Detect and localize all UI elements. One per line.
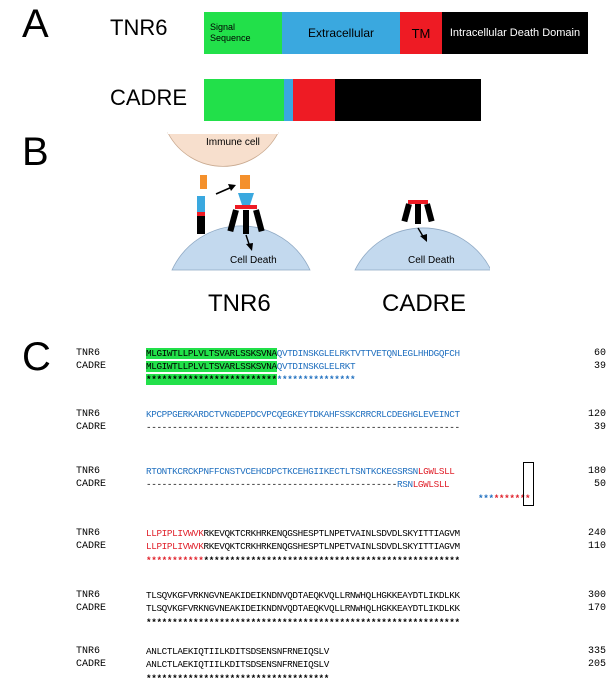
death-domain-segment: Intracellular Death Domain: [442, 12, 588, 54]
position-number: 120: [587, 409, 606, 420]
conservation-line: ****************************************…: [146, 617, 460, 628]
stars-black: ****************************************…: [203, 555, 461, 566]
position-number: 335: [587, 646, 606, 657]
cadre-trimer: [401, 200, 435, 224]
position-number: 300: [587, 590, 606, 601]
tm-seq: LLPIPLIVWVK: [146, 541, 204, 552]
cadre-caption: CADRE: [382, 290, 467, 317]
cadre-tm-segment: [293, 79, 335, 121]
conservation-line: ***********************************: [146, 673, 330, 684]
extracellular-segment: Extracellular: [282, 12, 400, 54]
sequence-line: MLGIWTLLPLVLTSVARLSSKSVNAQVTDINSKGLELRKT…: [146, 348, 460, 359]
extracellular-seq: QVTDINSKGLELRKT: [276, 361, 356, 372]
position-number: 39: [593, 361, 606, 372]
sequence-line: RTONTKCRCKPNFFCNSTVCEHCDPCTKCEHGIIKECTLT…: [146, 466, 455, 477]
position-number: 205: [587, 659, 606, 670]
free-receptor: [197, 175, 207, 234]
sequence-line: ----------------------------------------…: [146, 479, 450, 490]
position-number: 39: [593, 422, 606, 433]
sequence-line: ----------------------------------------…: [146, 422, 460, 433]
immune-cell-label: Immune cell: [206, 137, 260, 148]
cadre-extracellular-segment: [284, 79, 293, 121]
sequence-line: LLPIPLIVWVKRKEVQKTCRKHRKENQGSHESPTLNPETV…: [146, 528, 460, 539]
seq-name-cadre: CADRE: [76, 422, 107, 433]
seq-name-cadre: CADRE: [76, 659, 107, 670]
cadre-death-segment: [335, 79, 481, 121]
position-number: 240: [587, 528, 606, 539]
stars-red: *******: [493, 493, 531, 504]
cell-death-left-label: Cell Death: [230, 255, 277, 266]
sequence-line: LLPIPLIVWVKRKEVQKTCRKHRKENQGSHESPTLNPETV…: [146, 541, 460, 552]
cadre-domain-bar: [204, 79, 481, 121]
stars-blue: ***************: [276, 374, 356, 385]
signal-sequence-label: Signal Sequence: [210, 22, 251, 43]
panel-label-a: A: [22, 2, 49, 46]
sequence-line: MLGIWTLLPLVLTSVARLSSKSVNAQVTDINSKGLELRKT: [146, 361, 356, 372]
death-domain-label: Intracellular Death Domain: [449, 27, 581, 39]
tm-seq: LGWLSLL: [412, 479, 450, 490]
conservation-line: ****************************************…: [146, 555, 460, 566]
tnr6-caption: TNR6: [208, 290, 271, 317]
position-number: 110: [587, 541, 606, 552]
panel-b-diagram: [167, 125, 490, 271]
position-number: 180: [587, 466, 606, 477]
seq-name-tnr6: TNR6: [76, 528, 101, 539]
tm-label: TM: [411, 25, 431, 41]
sequence-line: TLSQVKGFVRKNGVNEAKIDEIKNDNVQDTAEQKVQLLRN…: [146, 603, 460, 614]
signal-highlight: MLGIWTLLPLVLTSVARLSSKSVNA: [146, 348, 277, 359]
seq-name-cadre: CADRE: [76, 361, 107, 372]
tm-seq: LGWLSLL: [417, 466, 455, 477]
stars-blue: ***: [478, 493, 494, 504]
signal-highlight: MLGIWTLLPLVLTSVARLSSKSVNA: [146, 361, 277, 372]
highlight-box: [523, 462, 534, 506]
death-arrow-right: [417, 227, 427, 242]
stars-red: ***********: [146, 555, 204, 566]
seq-name-cadre: CADRE: [76, 479, 107, 490]
sequence-line: ANLCTLAEKIQTIILKDITSDSENSNFRNEIQSLV: [146, 646, 330, 657]
intracellular-seq: RKEVQKTCRKHRKENQGSHESPTLNPETVAINLSDVDLSK…: [203, 528, 461, 539]
signal-sequence-segment: Signal Sequence: [204, 12, 282, 54]
tnr6-domain-bar: Signal Sequence Extracellular TM Intrace…: [204, 12, 588, 54]
stars-black: *************************: [146, 374, 277, 385]
seq-name-tnr6: TNR6: [76, 646, 101, 657]
binding-arrow: [215, 184, 236, 195]
tnr6-label: TNR6: [110, 15, 168, 40]
seq-name-tnr6: TNR6: [76, 590, 101, 601]
extracellular-seq: QVTDINSKGLELRKTVTTVETQNLEGLHHDGQFCH: [276, 348, 460, 359]
position-number: 60: [593, 348, 606, 359]
gap-seq: ----------------------------------------…: [146, 479, 397, 490]
seq-name-cadre: CADRE: [76, 603, 107, 614]
ligand: [240, 175, 250, 189]
tm-segment: TM: [400, 12, 442, 54]
sequence-line: ANLCTLAEKIQTIILKDITSDSENSNFRNEIQSLV: [146, 659, 330, 670]
cadre-signal-segment: [204, 79, 284, 121]
extracellular-seq: RTONTKCRCKPNFFCNSTVCEHCDPCTKCEHGIIKECTLT…: [146, 466, 418, 477]
position-number: 170: [587, 603, 606, 614]
tm-seq: LLPIPLIVWVK: [146, 528, 204, 539]
sequence-line: TLSQVKGFVRKNGVNEAKIDEIKNDNVQDTAEQKVQLLRN…: [146, 590, 460, 601]
seq-name-tnr6: TNR6: [76, 466, 101, 477]
death-arrow-left: [245, 234, 253, 251]
extracellular-seq: RSN: [397, 479, 413, 490]
position-number: 50: [593, 479, 606, 490]
panel-label-b: B: [22, 130, 49, 174]
seq-name-tnr6: TNR6: [76, 409, 101, 420]
tnr6-trimer: [227, 193, 265, 234]
target-cell-right: [354, 227, 490, 271]
seq-name-tnr6: TNR6: [76, 348, 101, 359]
conservation-line: **********: [478, 493, 531, 504]
panel-label-c: C: [22, 335, 51, 379]
cadre-label: CADRE: [110, 85, 188, 110]
extracellular-label: Extracellular: [307, 26, 375, 40]
immune-cell: [167, 132, 279, 167]
conservation-line: ****************************************: [146, 374, 356, 385]
sequence-line: KPCPPGERKARDCTVNGDEPDCVPCQEGKEYTDKAHFSSK…: [146, 409, 460, 420]
seq-name-cadre: CADRE: [76, 541, 107, 552]
cell-death-right-label: Cell Death: [408, 255, 455, 266]
intracellular-seq: RKEVQKTCRKHRKENQGSHESPTLNPETVAINLSDVDLSK…: [203, 541, 461, 552]
